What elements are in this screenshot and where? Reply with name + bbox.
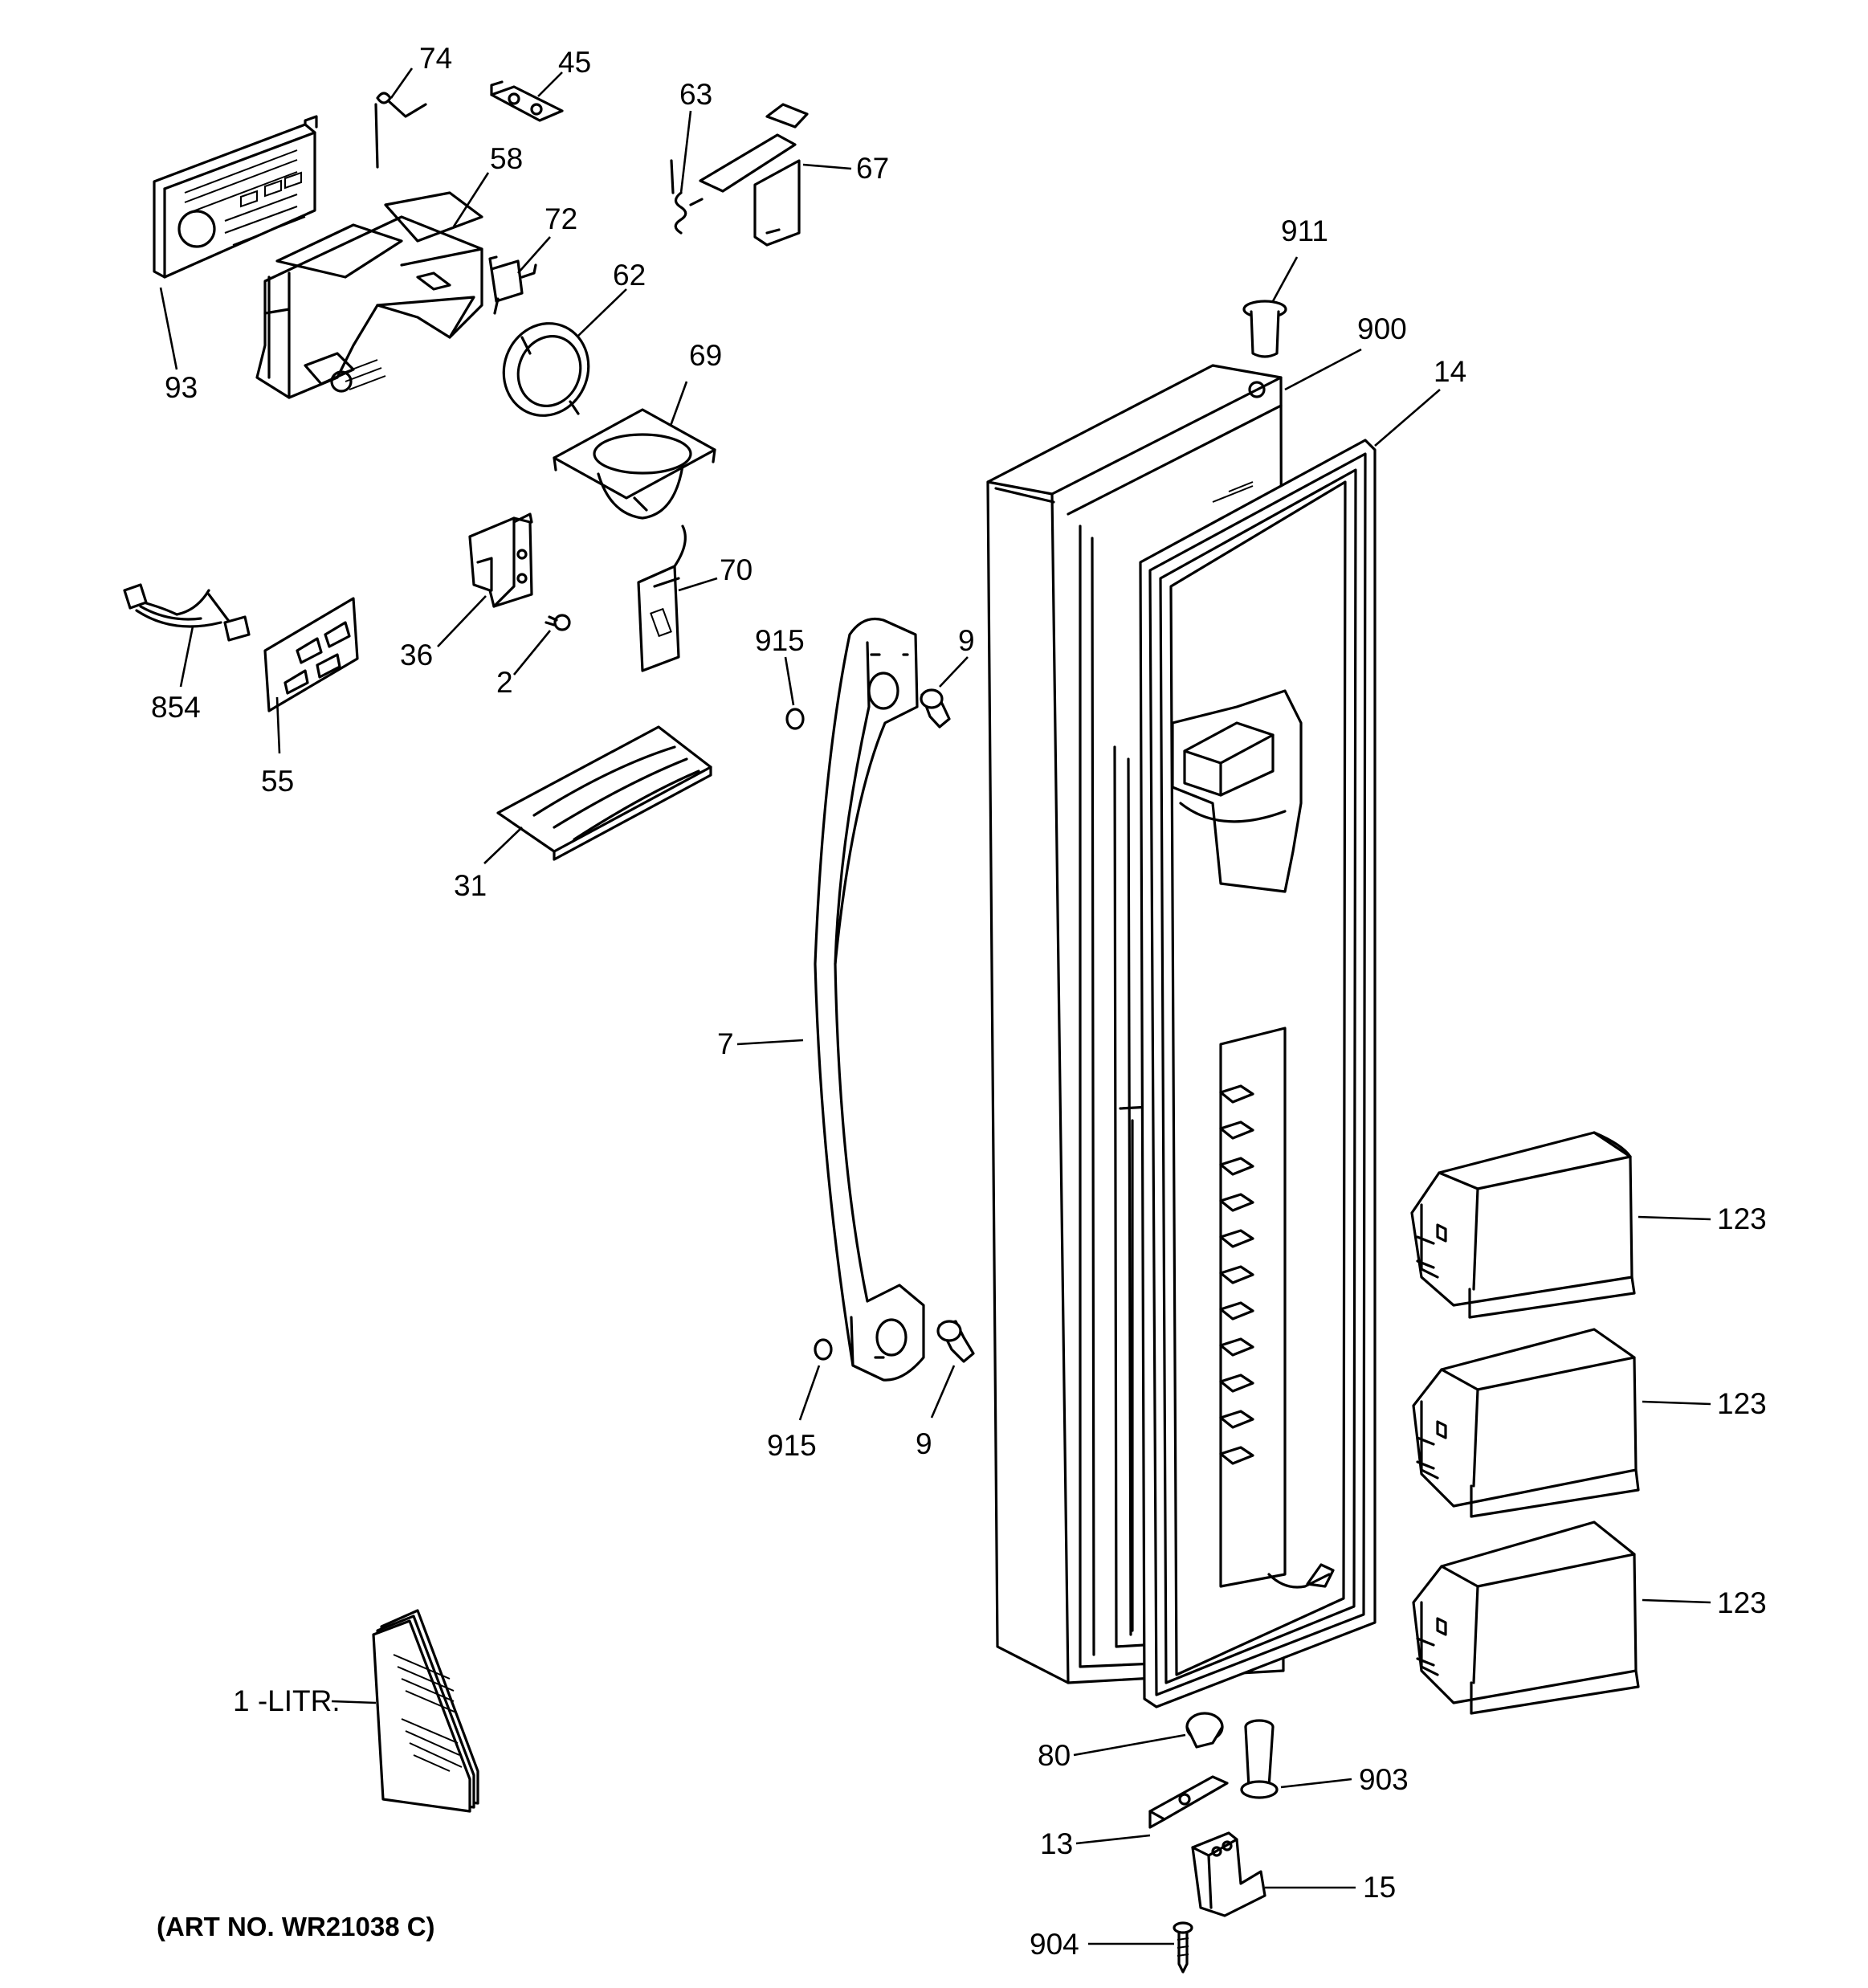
callout-903: 903 — [1359, 1763, 1409, 1796]
callout-74: 74 — [419, 42, 452, 75]
part-31-tray — [496, 725, 712, 861]
callout-31: 31 — [454, 869, 487, 902]
part-904-screw — [1173, 1921, 1193, 1974]
callout-67: 67 — [856, 152, 889, 185]
callout-1-litr: 1 -LITR. — [233, 1684, 341, 1717]
callout-9-upper: 9 — [958, 624, 975, 657]
callout-904: 904 — [1030, 1928, 1079, 1961]
part-915-lower-screw — [814, 1338, 833, 1361]
leader-lines — [159, 67, 1711, 1945]
part-74-spring — [374, 92, 427, 169]
callout-labels: 74 45 63 67 58 72 62 93 69 911 900 14 70… — [151, 42, 1767, 1961]
callout-13: 13 — [1040, 1827, 1073, 1860]
callout-45: 45 — [558, 46, 591, 79]
part-854-harness — [123, 583, 251, 642]
part-55-board — [263, 597, 359, 712]
part-9-lower-plug — [936, 1320, 975, 1363]
part-62-ring — [502, 322, 590, 417]
part-123-bin-1 — [1410, 1131, 1636, 1319]
art-number: (ART NO. WR21038 C) — [157, 1912, 435, 1941]
callout-2: 2 — [496, 666, 513, 699]
callout-15: 15 — [1363, 1871, 1396, 1904]
callout-72: 72 — [544, 202, 577, 235]
callout-911: 911 — [1281, 214, 1328, 247]
part-915-upper-screw — [785, 708, 805, 730]
part-63-spring — [670, 159, 704, 235]
callout-62: 62 — [613, 259, 646, 292]
callout-93: 93 — [165, 371, 198, 404]
callout-63: 63 — [679, 78, 712, 111]
part-80-plug — [1185, 1712, 1224, 1749]
part-911-bushing — [1242, 300, 1287, 358]
callout-9-lower: 9 — [916, 1427, 932, 1460]
callout-80: 80 — [1038, 1739, 1071, 1772]
part-14-gasket — [1139, 439, 1377, 1708]
callout-55: 55 — [261, 765, 294, 798]
part-45-bracket — [490, 80, 564, 122]
callout-70: 70 — [720, 553, 753, 586]
callout-123-bottom: 123 — [1717, 1586, 1767, 1619]
part-2-screw — [544, 614, 571, 631]
callout-900: 900 — [1357, 312, 1407, 345]
callout-7: 7 — [717, 1027, 734, 1060]
callout-69: 69 — [689, 339, 722, 372]
part-15-hinge — [1191, 1831, 1266, 1917]
callout-854: 854 — [151, 691, 201, 724]
part-903-pin — [1240, 1719, 1279, 1799]
part-123-bin-3 — [1412, 1521, 1640, 1715]
part-36-bracket — [468, 512, 533, 608]
callout-58: 58 — [490, 142, 523, 175]
part-93-control-panel — [153, 115, 318, 279]
callout-915-upper: 915 — [755, 624, 805, 657]
callout-36: 36 — [400, 639, 433, 672]
part-70-cover — [637, 525, 687, 672]
part-123-bin-2 — [1412, 1328, 1640, 1518]
part-13-shim — [1148, 1775, 1229, 1829]
callout-915-lower: 915 — [767, 1429, 817, 1462]
part-67-hinge — [699, 103, 809, 247]
part-9-upper-plug — [920, 688, 951, 729]
part-69-chute — [553, 408, 716, 520]
callout-123-top: 123 — [1717, 1202, 1767, 1235]
callout-123-middle: 123 — [1717, 1387, 1767, 1420]
door-shelf-ridges — [1219, 1084, 1254, 1465]
callout-14: 14 — [1434, 355, 1466, 388]
part-72-switch — [488, 255, 537, 315]
part-1-literature — [372, 1609, 479, 1813]
part-7-handle — [814, 617, 925, 1382]
part-58-dispenser-housing — [255, 191, 483, 399]
